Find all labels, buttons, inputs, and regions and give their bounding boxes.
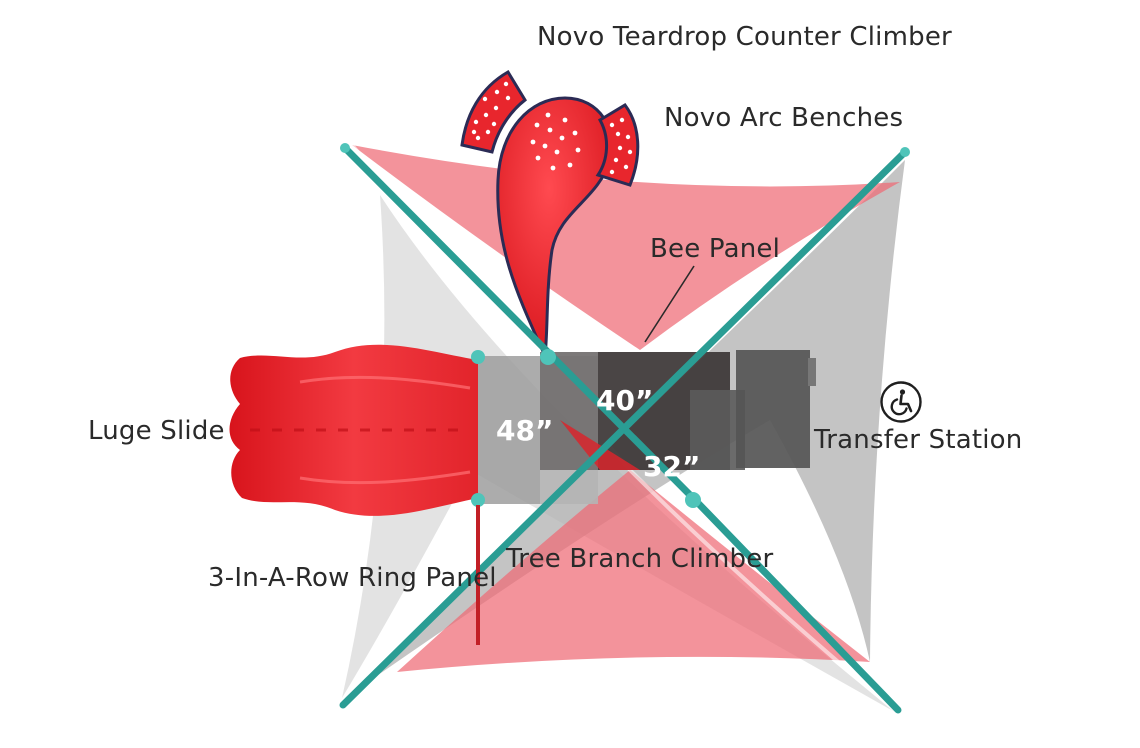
label-teardrop-climber: Novo Teardrop Counter Climber: [537, 22, 952, 52]
deck-height-40: 40”: [596, 384, 654, 417]
post-joints: [340, 143, 910, 508]
deck-platforms: [478, 350, 816, 504]
teardrop-climber: [496, 96, 614, 362]
label-bee-panel: Bee Panel: [650, 234, 781, 264]
deck-height-32: 32”: [643, 450, 701, 483]
bee-panel-leader: [644, 265, 695, 343]
label-arc-benches: Novo Arc Benches: [664, 103, 904, 133]
arc-bench-left: [460, 69, 527, 154]
shade-posts: [339, 144, 909, 714]
wheelchair-icon: [880, 381, 922, 423]
label-luge-slide: Luge Slide: [88, 416, 225, 446]
label-transfer-station: Transfer Station: [814, 425, 1023, 455]
arc-bench-right: [595, 103, 640, 187]
label-ring-panel: 3-In-A-Row Ring Panel: [208, 563, 497, 593]
luge-slide: [229, 344, 478, 516]
deck-height-48: 48”: [496, 414, 554, 447]
label-tree-branch-climber: Tree Branch Climber: [506, 544, 774, 574]
